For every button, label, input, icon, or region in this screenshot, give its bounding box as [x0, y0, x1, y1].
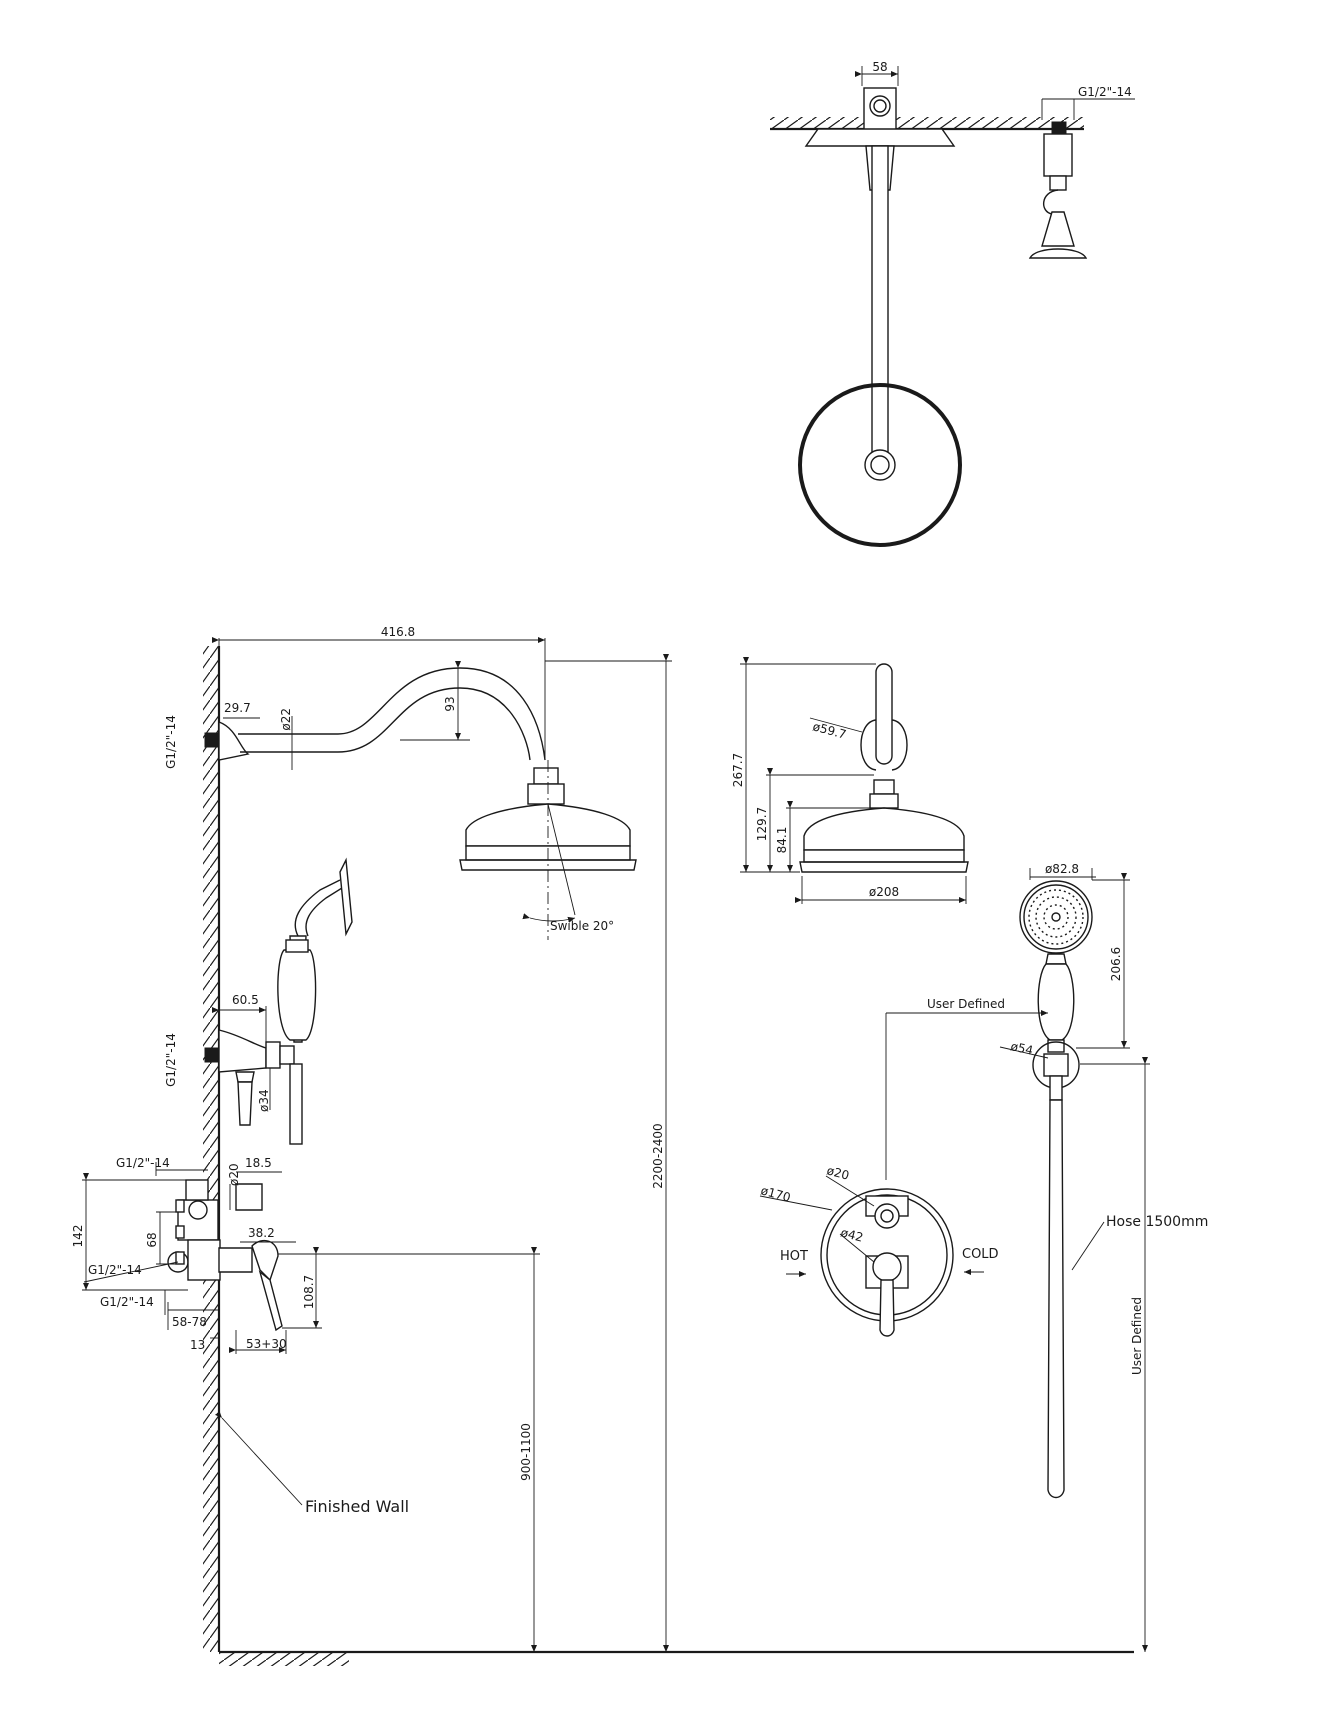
front-arm [875, 663, 893, 765]
label-hot: HOT [780, 1249, 808, 1264]
label-arm-rise: 93 [443, 696, 457, 711]
label-valve-depth-range: 58-78 [172, 1315, 207, 1329]
floor-hatch [219, 1652, 349, 1666]
label-valve-height-range: 900-1100 [519, 1423, 533, 1481]
label-arm-reach: 416.8 [381, 625, 415, 639]
label-valve-height: 142 [71, 1225, 85, 1248]
label-mid-thread: G1/2"-14 [164, 1033, 178, 1087]
label-valve-thread-top: G1/2"-14 [116, 1156, 170, 1170]
rain-head-plan [798, 383, 962, 547]
label-top-thread: G1/2"-14 [164, 715, 178, 769]
label-flange-diameter: ø59.7 [811, 719, 848, 741]
label-hose: Hose 1500mm [1106, 1214, 1208, 1230]
label-knob-diameter: ø42 [839, 1225, 864, 1244]
label-handle-108-7: 108.7 [302, 1275, 316, 1309]
label-flange-depth: 29.7 [224, 701, 251, 715]
label-finished-wall: Finished Wall [305, 1497, 409, 1516]
label-valve-thread-bottom: G1/2"-14 [100, 1295, 154, 1309]
vertical-arm [871, 145, 889, 453]
label-swivel: Swible 20° [550, 919, 614, 933]
label-handset-diameter: ø82.8 [1045, 862, 1079, 876]
ceiling-mount-view: 58 G1/2"-14 [770, 60, 1135, 547]
side-elevation-view: 416.8 29.7 ø22 93 G1/2"-14 Swible 20° 22… [71, 625, 1134, 1666]
label-front-arm-height: 267.7 [731, 753, 745, 787]
label-total-height: 2200-2400 [651, 1123, 665, 1188]
label-trim-range: 53+30 [246, 1337, 287, 1351]
label-front-head-height: 84.1 [775, 827, 789, 854]
label-cold: COLD [962, 1247, 999, 1262]
label-handset-diameter: ø34 [257, 1089, 271, 1112]
handset-nozzles [1028, 889, 1084, 945]
label-arm-diameter: ø22 [279, 708, 293, 731]
label-stem-18-5: 18.5 [245, 1156, 272, 1170]
ceiling-hatch [770, 117, 1084, 129]
label-user-defined-side: User Defined [1130, 1297, 1144, 1375]
label-head-diameter: ø208 [869, 885, 899, 899]
handset-face [1019, 880, 1093, 954]
front-elevation-view: 267.7 129.7 84.1 ø59.7 ø208 ø82 [731, 657, 1208, 1652]
label-plate-diameter: ø170 [759, 1183, 792, 1204]
hose [1047, 1099, 1065, 1499]
label-arm-width: 58 [872, 60, 887, 74]
label-trim-13: 13 [190, 1338, 205, 1352]
label-valve-thread-left: G1/2"-14 [88, 1263, 142, 1277]
label-handset-length: 206.6 [1109, 947, 1123, 981]
wall-hatch [203, 646, 219, 1652]
label-front-neck-height: 129.7 [755, 807, 769, 841]
label-ceiling-thread: G1/2"-14 [1078, 85, 1132, 99]
label-valve-stem-diameter: ø20 [825, 1163, 850, 1182]
label-stem-38-2: 38.2 [248, 1226, 275, 1240]
label-holder-diameter: ø54 [1009, 1039, 1034, 1057]
label-handset-offset: 60.5 [232, 993, 259, 1007]
label-user-defined-top: User Defined [927, 997, 1005, 1011]
label-stem-diameter: ø20 [227, 1163, 241, 1186]
label-valve-inner: 68 [145, 1232, 159, 1247]
